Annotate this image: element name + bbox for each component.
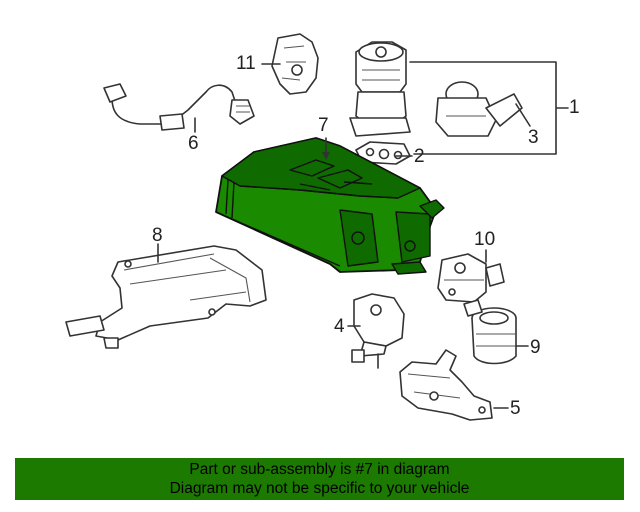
part-1-egr-valve[interactable] <box>349 41 411 137</box>
callout-6: 6 <box>188 133 199 154</box>
callout-4: 4 <box>334 316 345 337</box>
callout-11: 11 <box>236 53 256 74</box>
diagram-note-banner: Part or sub-assembly is #7 in diagram Di… <box>15 458 624 500</box>
callout-2: 2 <box>414 146 425 167</box>
part-6-sensor-harness[interactable] <box>103 83 255 131</box>
part-3-valve[interactable] <box>435 81 523 137</box>
note-line-1: Part or sub-assembly is #7 in diagram <box>189 461 450 478</box>
callout-1: 1 <box>569 97 580 118</box>
note-line-2: Diagram may not be specific to your vehi… <box>169 480 470 497</box>
part-7-evap-canister[interactable] <box>215 137 445 275</box>
callout-10: 10 <box>474 229 496 250</box>
callout-3: 3 <box>528 127 539 148</box>
part-11-bracket[interactable] <box>271 33 319 95</box>
callout-9: 9 <box>530 337 541 358</box>
part-9-valve[interactable] <box>463 299 517 365</box>
leader-7-arrow <box>322 152 330 160</box>
callout-5: 5 <box>510 398 521 419</box>
callout-7: 7 <box>318 115 329 136</box>
callout-8: 8 <box>152 225 163 246</box>
leader-3 <box>515 103 531 127</box>
leader-1 <box>409 61 569 155</box>
parts-diagram <box>65 33 569 421</box>
part-10-purge-valve[interactable] <box>437 253 505 303</box>
part-8-bracket[interactable] <box>65 245 267 349</box>
part-5-bracket[interactable] <box>399 349 493 421</box>
part-4-solenoid[interactable] <box>351 293 405 369</box>
